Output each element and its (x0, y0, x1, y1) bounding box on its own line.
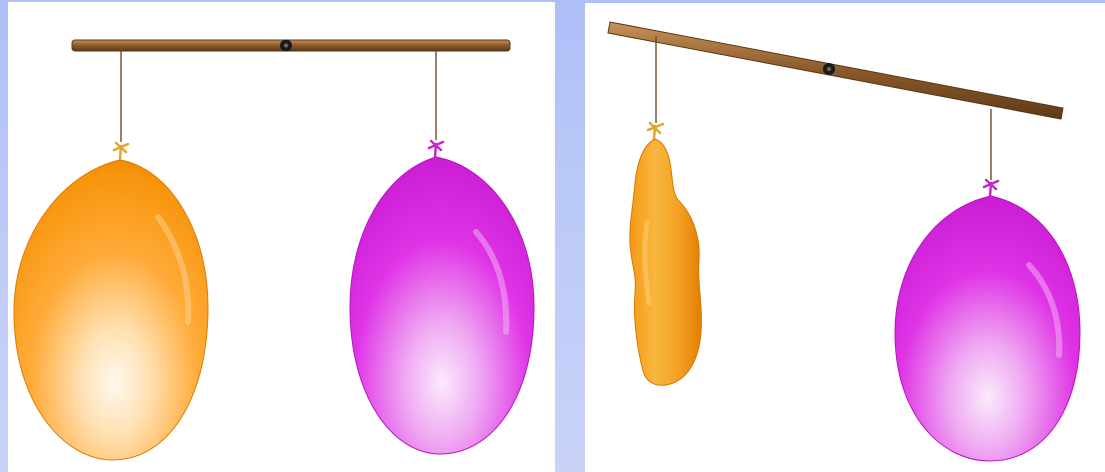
deflated-orange-balloon (630, 139, 702, 385)
magenta-balloon (350, 157, 534, 454)
orange-balloon (14, 160, 208, 460)
knot-icon (984, 180, 998, 196)
balanced-illustration (8, 2, 555, 472)
knot-icon (429, 141, 443, 157)
magenta-balloon (895, 196, 1080, 461)
balanced-panel (8, 2, 555, 472)
balance-rod (608, 22, 1063, 119)
knot-icon (648, 123, 663, 139)
tilted-panel (585, 3, 1105, 472)
tilted-illustration (585, 3, 1105, 472)
knot-icon (114, 143, 128, 159)
